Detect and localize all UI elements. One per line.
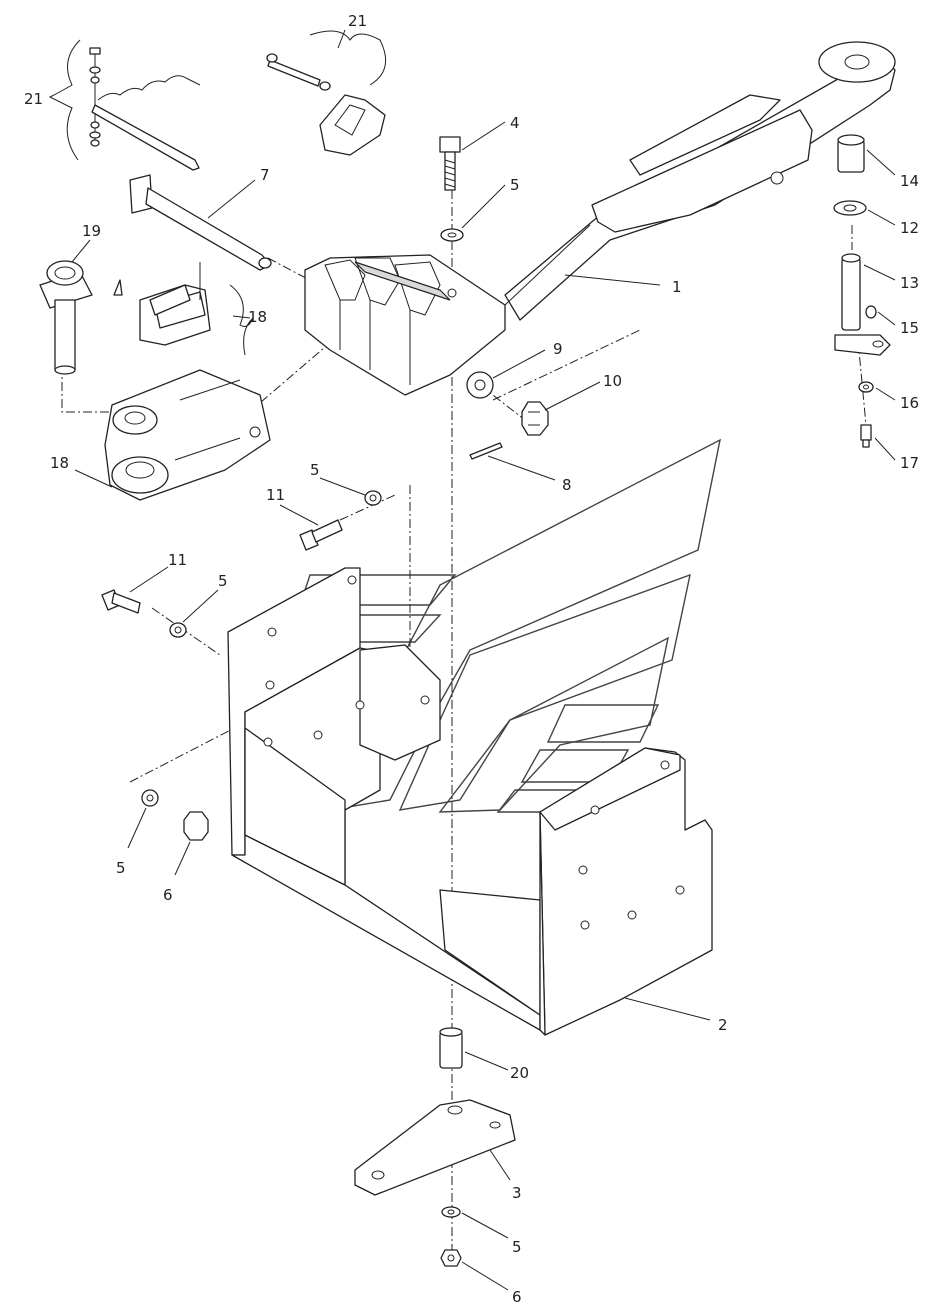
callout-6a: 6	[163, 886, 173, 904]
drawbar-arm	[304, 41, 896, 396]
callout-5e: 5	[512, 1238, 522, 1256]
callout-20: 20	[510, 1064, 529, 1082]
callout-3: 3	[512, 1184, 522, 1202]
main-frame	[227, 567, 713, 1036]
callout-13: 13	[900, 274, 919, 292]
lower-bushing	[439, 1027, 463, 1069]
callout-12: 12	[900, 219, 919, 237]
long-pin	[129, 174, 272, 271]
callout-1: 1	[672, 278, 682, 296]
callout-17: 17	[900, 454, 919, 472]
king-pin-assembly	[833, 134, 891, 448]
callout-5a: 5	[510, 176, 520, 194]
callout-labels: 1 2 3 4 5 5 5 5 5 6 6 7 8 9 10 11 11 12 …	[24, 12, 919, 1306]
callout-11b: 11	[168, 551, 187, 569]
group-braces	[48, 30, 387, 356]
callout-18a: 18	[248, 308, 267, 326]
callout-10: 10	[603, 372, 622, 390]
chain-pin-assembly	[89, 47, 386, 171]
callout-21b: 21	[348, 12, 367, 30]
washer-nut-cotter	[466, 371, 549, 460]
callout-18b: 18	[50, 454, 69, 472]
callout-14: 14	[900, 172, 919, 190]
leader-lines	[71, 29, 896, 1291]
callout-7: 7	[260, 166, 270, 184]
callout-21a: 21	[24, 90, 43, 108]
callout-9: 9	[553, 340, 563, 358]
callout-15: 15	[900, 319, 919, 337]
callout-5b: 5	[310, 461, 320, 479]
callout-6b: 6	[512, 1288, 522, 1306]
callout-4: 4	[510, 114, 520, 132]
callout-8: 8	[562, 476, 572, 494]
callout-16: 16	[900, 394, 919, 412]
callout-5c: 5	[218, 572, 228, 590]
lower-plate	[354, 1099, 516, 1196]
callout-19: 19	[82, 222, 101, 240]
side-bolts	[101, 490, 382, 841]
callout-11a: 11	[266, 486, 285, 504]
lower-washer-nut	[440, 1206, 462, 1267]
hitch-clevis	[104, 262, 271, 501]
callout-2: 2	[718, 1016, 728, 1034]
top-bolt	[439, 136, 464, 242]
callout-5d: 5	[116, 859, 126, 877]
ring-pin	[39, 260, 93, 375]
